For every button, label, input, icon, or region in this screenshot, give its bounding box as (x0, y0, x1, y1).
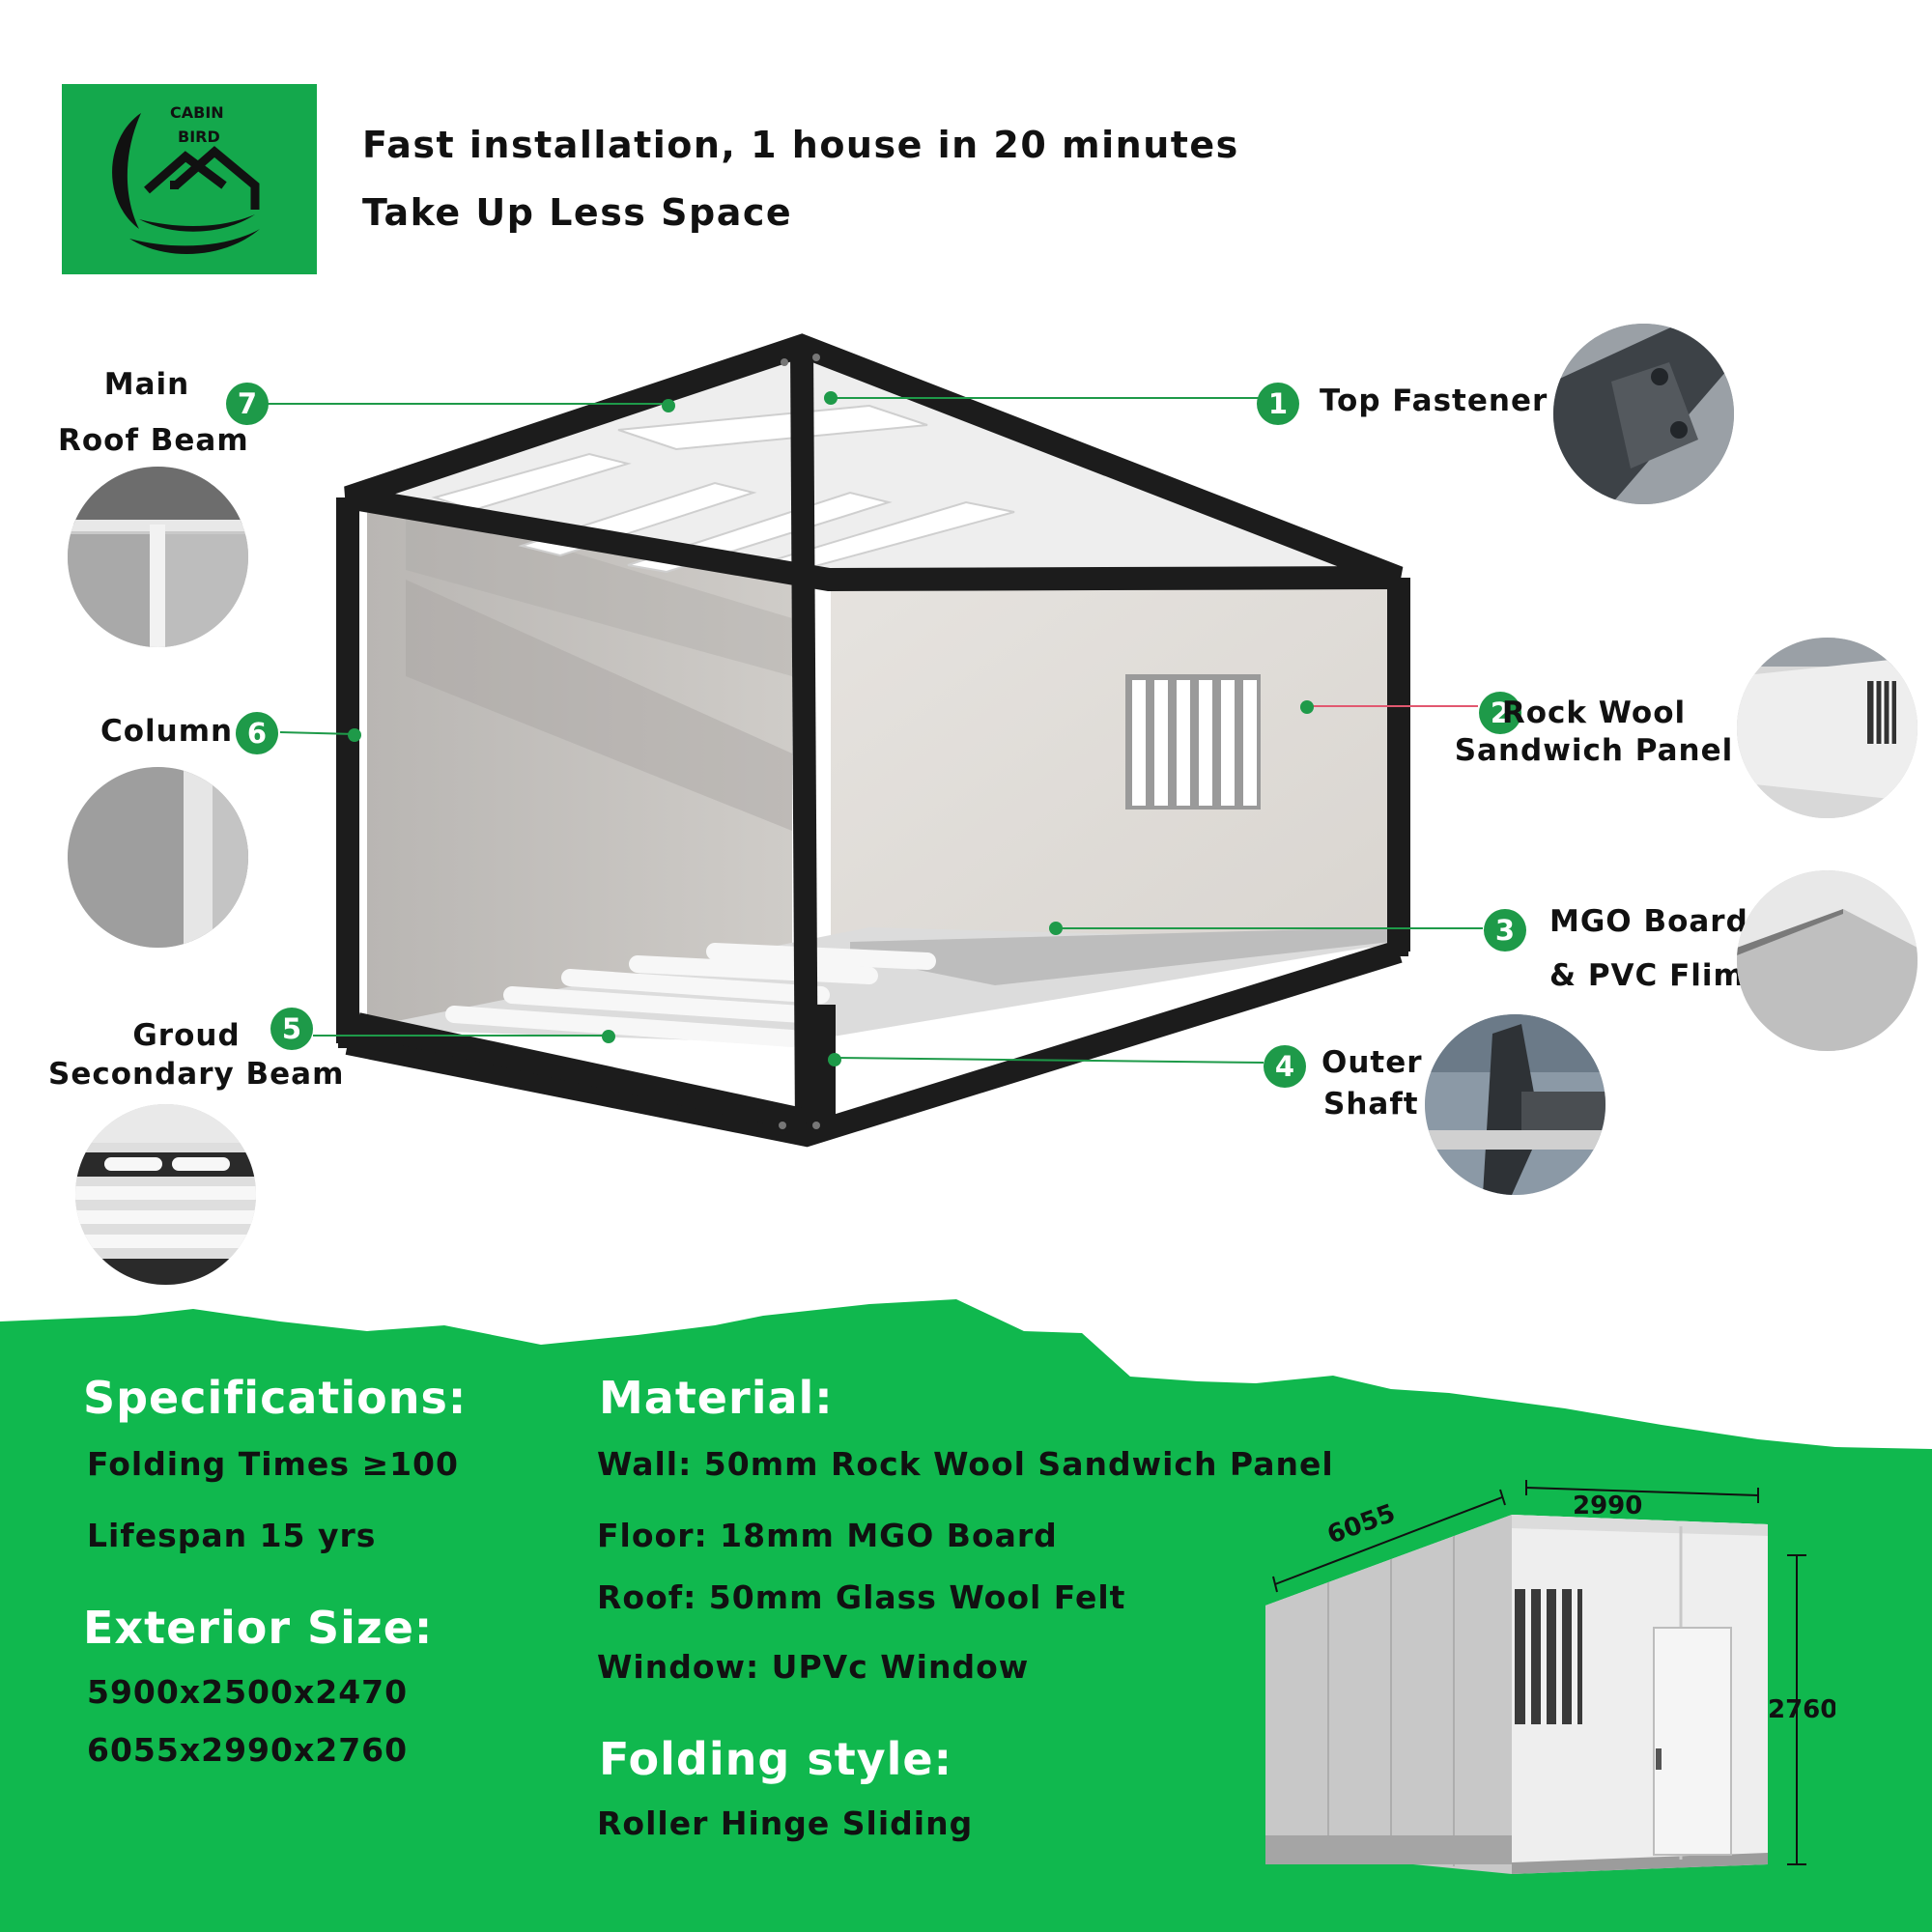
callout-number-5: 5 (270, 1008, 313, 1050)
dimension-length: 6055 (1323, 1499, 1399, 1550)
callout-number-3: 3 (1484, 909, 1526, 952)
material-floor: Floor: 18mm MGO Board (597, 1517, 1058, 1554)
label-shaft: Shaft (1323, 1087, 1419, 1122)
material-title: Material: (599, 1372, 834, 1424)
exterior-size-title: Exterior Size: (83, 1602, 434, 1654)
label-outer: Outer (1321, 1045, 1423, 1080)
detail-photo-mgo-board (1737, 870, 1918, 1051)
material-wall: Wall: 50mm Rock Wool Sandwich Panel (597, 1445, 1334, 1483)
label-main: Main (103, 367, 190, 402)
callout-number-6: 6 (236, 712, 278, 754)
material-window: Window: UPVc Window (597, 1648, 1030, 1686)
label-rock-wool: Rock Wool (1501, 696, 1687, 730)
label-sandwich-panel: Sandwich Panel (1454, 733, 1734, 768)
callout-number-7: 7 (226, 383, 269, 425)
exterior-size-2: 6055x2990x2760 (87, 1731, 409, 1769)
detail-photo-top-fastener (1553, 324, 1734, 504)
label-top-fastener: Top Fastener (1320, 384, 1548, 418)
container-frame-illustration (255, 333, 1483, 1148)
label-pvc-flim: & PVC Flim (1549, 958, 1746, 993)
specifications-title: Specifications: (83, 1372, 468, 1424)
dimension-height: 2760 (1768, 1695, 1835, 1724)
logo-text-cabin: CABIN (170, 103, 224, 122)
detail-photo-outer-shaft (1425, 1014, 1605, 1195)
container-dimension-drawing: 6055 2990 2760 (1265, 1480, 1835, 1874)
logo-text-bird: BIRD (178, 128, 220, 146)
callout-number-4: 4 (1264, 1045, 1306, 1088)
label-mgo-board: MGO Board (1549, 904, 1748, 939)
label-column: Column (100, 714, 234, 749)
detail-photo-secondary-beam (75, 1104, 256, 1285)
spec-lifespan: Lifespan 15 yrs (87, 1517, 377, 1554)
spec-folding-times: Folding Times ≥100 (87, 1445, 459, 1483)
dimension-width: 2990 (1573, 1492, 1642, 1520)
detail-photo-main-roof-beam (68, 467, 248, 647)
material-roof: Roof: 50mm Glass Wool Felt (597, 1578, 1126, 1616)
label-roof-beam: Roof Beam (58, 423, 249, 458)
callout-number-1: 1 (1257, 383, 1299, 425)
exterior-size-1: 5900x2500x2470 (87, 1673, 409, 1711)
folding-style-title: Folding style: (599, 1733, 953, 1785)
label-secondary-beam: Secondary Beam (48, 1057, 345, 1092)
detail-photo-sandwich-panel (1737, 638, 1918, 818)
detail-photo-column (68, 767, 248, 948)
headline-installation: Fast installation, 1 house in 20 minutes (362, 124, 1239, 166)
callout-number-2: 2 (1479, 692, 1521, 734)
brand-logo: CABIN BIRD (62, 84, 317, 274)
headline-space: Take Up Less Space (362, 191, 793, 234)
folding-style-value: Roller Hinge Sliding (597, 1804, 974, 1842)
label-groud: Groud (132, 1018, 241, 1053)
